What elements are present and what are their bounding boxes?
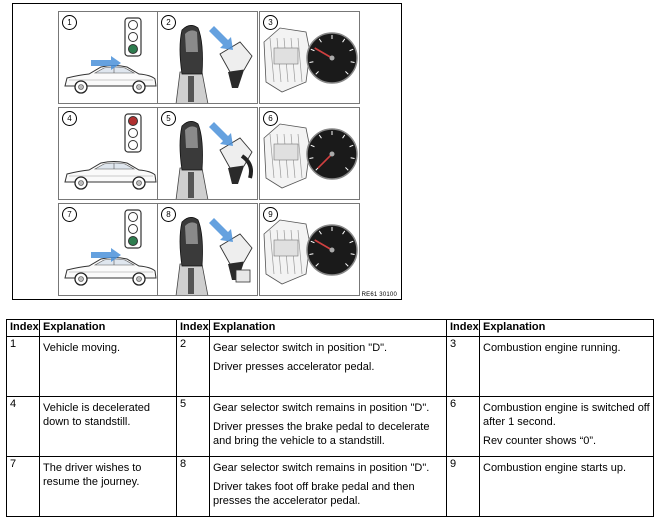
figure-code: RE61 30100 [361,292,397,298]
traffic-light-icon [124,17,142,57]
panel-number: 3 [263,15,278,30]
explanation-line: Driver presses accelerator pedal. [213,361,375,373]
driving-sequence-figure: RE61 30100 1 2 3 4 5 6 7 8 9 [12,3,402,300]
explanation-cell: Combustion engine starts up. [479,456,654,517]
car-icon [64,161,157,190]
panel-illustration [64,17,157,94]
explanation-line: Driver takes foot off brake pedal and th… [213,481,415,507]
explanation-line: Gear selector switch remains in position… [213,462,430,474]
explanation-cell: Gear selector switch in position "D". Dri… [209,336,447,397]
car-icon [64,257,157,286]
panel-number: 4 [62,111,77,126]
car-icon [64,65,157,94]
table-header-row: Index Explanation Index Explanation Inde… [6,319,654,337]
column-header: Explanation [39,319,177,337]
index-cell: 9 [446,456,480,517]
column-header: Index [446,319,480,337]
explanation-table: Index Explanation Index Explanation Inde… [6,319,654,517]
figure-panel: 4 [58,107,159,200]
panel-illustration [175,217,253,295]
panel-number: 2 [161,15,176,30]
engine-icon [263,219,311,285]
figure-panel: 8 [157,203,258,296]
explanation-line: Rev counter shows “0”. [483,435,597,447]
explanation-cell: Vehicle is decelerated down to standstil… [39,396,177,457]
explanation-cell: Combustion engine running. [479,336,654,397]
rev-counter-icon [306,128,358,180]
panel-illustration [263,123,358,189]
index-cell: 4 [6,396,40,457]
panel-number: 6 [263,111,278,126]
traffic-light-icon [124,209,142,249]
figure-panel: 2 [157,11,258,104]
press-arrow-icon [209,218,233,242]
panel-illustration [64,209,157,286]
panel-illustration [64,113,157,190]
panel-illustration [175,121,253,199]
figure-panel: 1 [58,11,159,104]
gear-selector-icon [175,217,209,295]
engine-icon [263,27,311,93]
explanation-cell: Gear selector switch remains in position… [209,456,447,517]
explanation-line: Combustion engine starts up. [483,462,627,474]
explanation-line: Gear selector switch in position "D". [213,342,388,354]
column-header: Index [6,319,40,337]
column-header: Explanation [209,319,447,337]
engine-icon [263,123,311,189]
explanation-line: Vehicle moving. [43,342,121,354]
panel-number: 9 [263,207,278,222]
explanation-line: Combustion engine is switched off after … [483,402,650,428]
rev-counter-icon [306,224,358,276]
rev-counter-icon [306,32,358,84]
figure-panel: 6 [259,107,360,200]
index-cell: 7 [6,456,40,517]
explanation-cell: Gear selector switch remains in position… [209,396,447,457]
figure-panel: 7 [58,203,159,296]
index-cell: 6 [446,396,480,457]
pedal-foot-icon [219,137,253,184]
index-cell: 5 [176,396,210,457]
panel-illustration [263,219,358,285]
motion-arrow-icon [91,248,121,262]
figure-panel: 3 [259,11,360,104]
explanation-line: Vehicle is decelerated down to standstil… [43,402,151,428]
explanation-cell: Vehicle moving. [39,336,177,397]
pedal-foot-icon [219,41,253,88]
figure-panel: 5 [157,107,258,200]
panel-number: 1 [62,15,77,30]
motion-arrow-icon [91,56,121,70]
index-cell: 8 [176,456,210,517]
column-header: Explanation [479,319,654,337]
panel-number: 8 [161,207,176,222]
press-arrow-icon [209,122,233,146]
traffic-light-icon [124,113,142,153]
gear-selector-icon [175,25,209,103]
explanation-line: Driver presses the brake pedal to decele… [213,421,430,447]
index-cell: 1 [6,336,40,397]
explanation-cell: The driver wishes to resume the journey. [39,456,177,517]
gear-selector-icon [175,121,209,199]
explanation-line: The driver wishes to resume the journey. [43,462,142,488]
panel-number: 5 [161,111,176,126]
panel-illustration [263,27,358,93]
figure-panel: 9 [259,203,360,296]
panel-illustration [175,25,253,103]
explanation-line: Combustion engine running. [483,342,621,354]
panel-number: 7 [62,207,77,222]
column-header: Index [176,319,210,337]
index-cell: 2 [176,336,210,397]
pedal-foot-icon [219,233,253,283]
index-cell: 3 [446,336,480,397]
explanation-line: Gear selector switch remains in position… [213,402,430,414]
explanation-cell: Combustion engine is switched off after … [479,396,654,457]
press-arrow-icon [209,26,233,50]
